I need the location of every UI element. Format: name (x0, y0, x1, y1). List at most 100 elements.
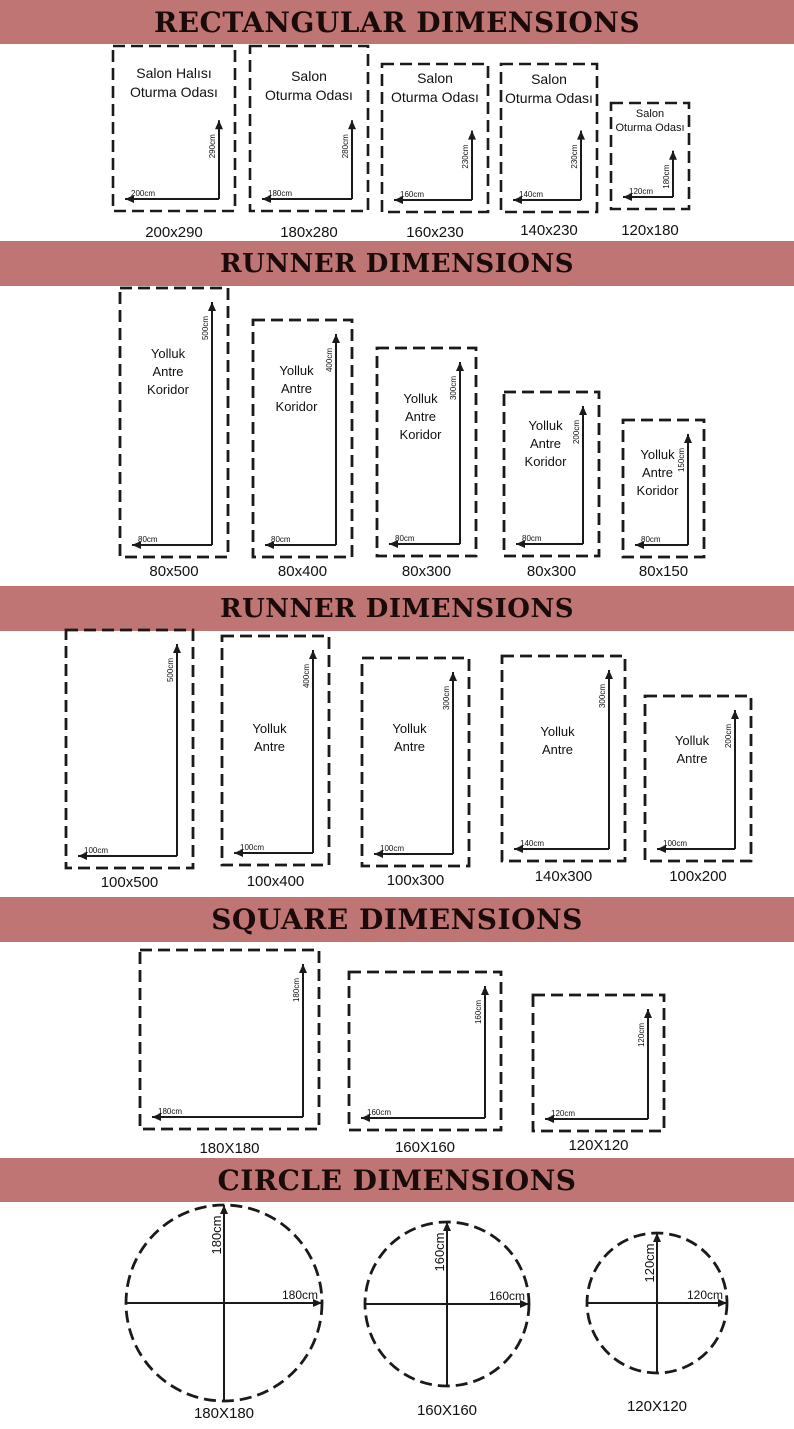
height-label-s0-i2: 230cm (461, 144, 470, 168)
size-caption-s2-i3: 140x300 (535, 868, 593, 885)
rug-outline-s3-i2 (531, 993, 666, 1133)
height-arrow-s1-i4-head (684, 434, 692, 443)
height-arrow-s2-i0-head (173, 644, 181, 653)
width-label-s3-i2: 120cm (551, 1109, 575, 1118)
rug-outline-s2-i0 (64, 628, 195, 870)
height-arrow-s4-i0-head (220, 1205, 228, 1214)
height-label-s3-i1: 160cm (474, 1000, 483, 1024)
rug-outline-s3-i0 (138, 948, 321, 1131)
width-label-s1-i3: 80cm (522, 534, 542, 543)
width-arrow-s1-i0-head (132, 541, 141, 549)
height-arrow-s4-i2-head (653, 1233, 661, 1242)
height-arrow-s2-i1-head (309, 650, 317, 659)
width-label-s1-i4: 80cm (641, 535, 661, 544)
width-arrow-s2-i1-head (234, 849, 243, 857)
width-arrow-s2-i3-head (514, 845, 523, 853)
height-arrow-s0-i4-head (669, 150, 677, 160)
height-label-s1-i1: 400cm (325, 348, 334, 372)
rug-label-s1-i3-line1: Antre (530, 436, 561, 451)
rug-label-s2-i2-line1: Antre (394, 739, 425, 754)
width-label-s2-i2: 100cm (380, 844, 404, 853)
height-label-s1-i4: 150cm (677, 448, 686, 472)
width-label-s3-i1: 160cm (367, 1108, 391, 1117)
width-arrow-s0-i0-head (125, 195, 134, 203)
height-arrow-s2-i4-head (731, 710, 739, 719)
width-arrow-s4-i0-head (313, 1299, 322, 1307)
rug-label-s2-i1-line0: Yolluk (252, 721, 287, 736)
height-arrow-s3-i2-head (644, 1009, 652, 1018)
width-arrow-s1-i1-head (265, 541, 274, 549)
height-label-s2-i3: 300cm (598, 684, 607, 708)
rug-outline-s1-i2 (375, 346, 478, 558)
width-arrow-s4-i2-head (718, 1299, 727, 1307)
rug-outline-s2-i3 (500, 654, 627, 863)
rug-label-s0-i2-line1: Oturma Odası (391, 89, 479, 105)
height-arrow-s0-i2-head (468, 130, 476, 140)
rug-label-s1-i1-line1: Antre (281, 381, 312, 396)
size-caption-s2-i0: 100x500 (101, 874, 159, 891)
rug-label-s1-i4-line2: Koridor (637, 483, 680, 498)
height-label-s4-i2: 120cm (642, 1243, 657, 1282)
size-caption-s1-i2: 80x300 (402, 563, 451, 580)
rug-label-s1-i2-line2: Koridor (400, 427, 443, 442)
height-arrow-s1-i2-head (456, 362, 464, 371)
width-arrow-s0-i4-head (623, 193, 632, 201)
rug-label-s2-i4-line1: Antre (676, 751, 707, 766)
rug-label-s1-i3-line2: Koridor (525, 454, 568, 469)
height-arrow-s0-i0-head (215, 120, 223, 130)
height-arrow-s1-i0-head (208, 302, 216, 311)
size-caption-s1-i3: 80x300 (527, 563, 576, 580)
rug-outline-s2-i1 (220, 634, 331, 867)
width-arrow-s4-i1-head (520, 1300, 529, 1308)
size-caption-s2-i4: 100x200 (669, 868, 727, 885)
height-label-s3-i2: 120cm (637, 1023, 646, 1047)
rug-label-s1-i3-line0: Yolluk (528, 418, 563, 433)
size-caption-s0-i0: 200x290 (145, 224, 203, 241)
size-caption-s1-i1: 80x400 (278, 563, 327, 580)
height-arrow-s1-i1-head (332, 334, 340, 343)
width-label-s1-i2: 80cm (395, 534, 415, 543)
rug-label-s0-i1-line0: Salon (291, 68, 327, 84)
rug-label-s2-i3-line0: Yolluk (540, 724, 575, 739)
rug-outline-s1-i3 (502, 390, 601, 558)
rug-label-s1-i2-line0: Yolluk (403, 391, 438, 406)
width-label-s2-i1: 100cm (240, 843, 264, 852)
height-label-s4-i1: 160cm (432, 1232, 447, 1271)
height-arrow-s4-i1-head (443, 1222, 451, 1231)
width-arrow-s1-i4-head (635, 541, 644, 549)
rug-outline-s1-i0 (118, 286, 230, 559)
rug-outline-s0-i0 (111, 44, 237, 213)
height-arrow-s1-i3-head (579, 406, 587, 415)
width-label-s0-i4: 120cm (629, 187, 653, 196)
rug-outline-s0-i3 (499, 62, 599, 214)
height-label-s3-i0: 180cm (292, 978, 301, 1002)
size-caption-s0-i3: 140x230 (520, 222, 578, 239)
height-arrow-s2-i2-head (449, 672, 457, 681)
width-label-s2-i0: 100cm (84, 846, 108, 855)
size-caption-s3-i2: 120X120 (568, 1137, 628, 1154)
section-header-circle: CIRCLE DIMENSIONS (0, 1158, 794, 1202)
size-caption-s2-i1: 100x400 (247, 873, 305, 890)
size-caption-s0-i1: 180x280 (280, 224, 338, 241)
width-arrow-s0-i1-head (262, 195, 271, 203)
rug-outline-s1-i1 (251, 318, 354, 559)
size-caption-s1-i4: 80x150 (639, 563, 688, 580)
rug-outline-s2-i2 (360, 656, 471, 868)
width-label-s1-i0: 80cm (138, 535, 158, 544)
rug-label-s2-i3-line1: Antre (542, 742, 573, 757)
size-caption-s3-i1: 160X160 (395, 1139, 455, 1156)
height-label-s0-i4: 180cm (662, 164, 671, 188)
rug-label-s1-i0-line1: Antre (152, 364, 183, 379)
height-label-s2-i4: 200cm (724, 724, 733, 748)
rug-outline-s0-i4 (609, 101, 691, 211)
size-caption-s4-i0: 180X180 (194, 1405, 254, 1422)
rug-label-s1-i2-line1: Antre (405, 409, 436, 424)
width-label-s0-i2: 160cm (400, 190, 424, 199)
rug-label-s1-i0-line2: Koridor (147, 382, 190, 397)
width-arrow-s1-i2-head (389, 540, 398, 548)
height-arrow-s3-i1-head (481, 986, 489, 995)
section-header-square: SQUARE DIMENSIONS (0, 897, 794, 942)
width-arrow-s3-i2-head (545, 1115, 554, 1123)
rug-label-s1-i1-line2: Koridor (276, 399, 319, 414)
